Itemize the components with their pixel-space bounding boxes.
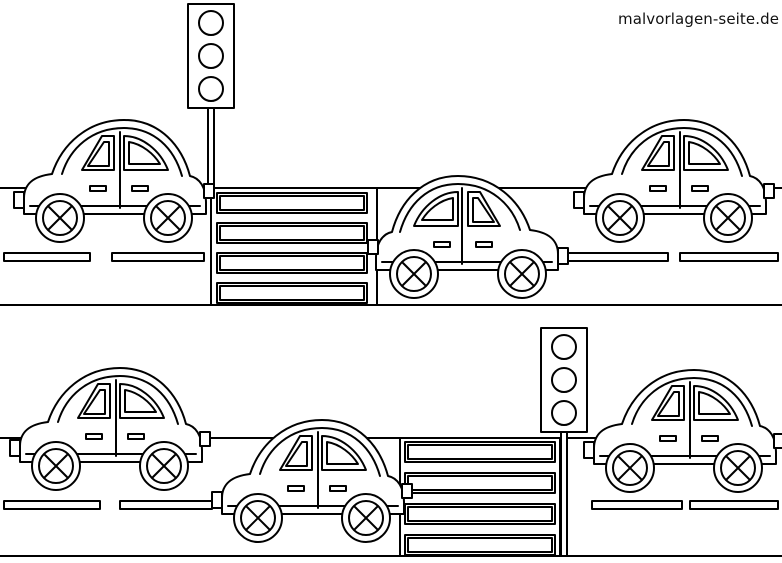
car-top-middle	[367, 175, 569, 299]
car-top-left	[13, 119, 215, 243]
site-watermark: malvorlagen-seite.de	[618, 10, 780, 28]
car-bottom-right	[583, 369, 782, 493]
car-bottom-left	[9, 367, 211, 491]
top-traffic-light	[187, 3, 235, 189]
bottom-zebra-crossing	[399, 437, 561, 557]
top-zebra-crossing	[210, 187, 378, 306]
car-top-right	[573, 119, 775, 243]
